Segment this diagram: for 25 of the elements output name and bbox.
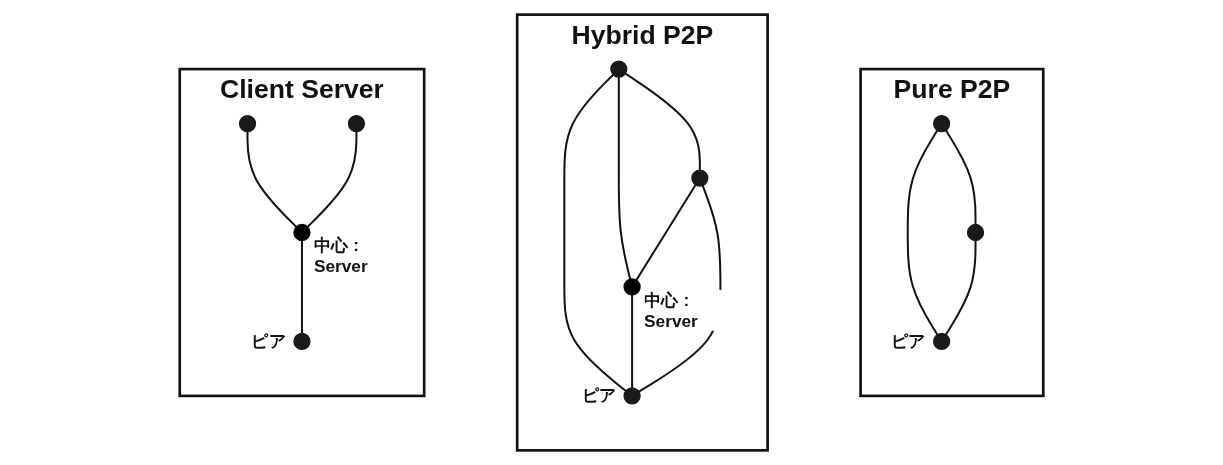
node-circle bbox=[293, 332, 311, 351]
connector bbox=[635, 183, 697, 282]
node-caption: ピア bbox=[891, 330, 926, 352]
node-circle bbox=[933, 332, 951, 351]
connector bbox=[300, 239, 303, 335]
node-circle bbox=[347, 114, 366, 133]
node-circle bbox=[293, 223, 311, 242]
connector bbox=[944, 239, 977, 336]
node-circle bbox=[966, 223, 985, 242]
node-circle bbox=[933, 114, 951, 133]
node-circle bbox=[623, 278, 641, 296]
connector bbox=[624, 72, 701, 172]
node-circle bbox=[691, 169, 709, 187]
connector bbox=[631, 293, 634, 389]
node-circle bbox=[610, 60, 628, 78]
connector bbox=[617, 76, 632, 281]
connector bbox=[906, 129, 939, 336]
connector bbox=[306, 130, 358, 228]
node-circle bbox=[238, 114, 257, 133]
node-caption: ピア bbox=[581, 385, 617, 406]
connector bbox=[944, 129, 977, 226]
connector bbox=[563, 73, 627, 392]
connector bbox=[246, 130, 298, 228]
node-circle bbox=[623, 387, 641, 405]
node-caption: ピア bbox=[251, 330, 286, 352]
